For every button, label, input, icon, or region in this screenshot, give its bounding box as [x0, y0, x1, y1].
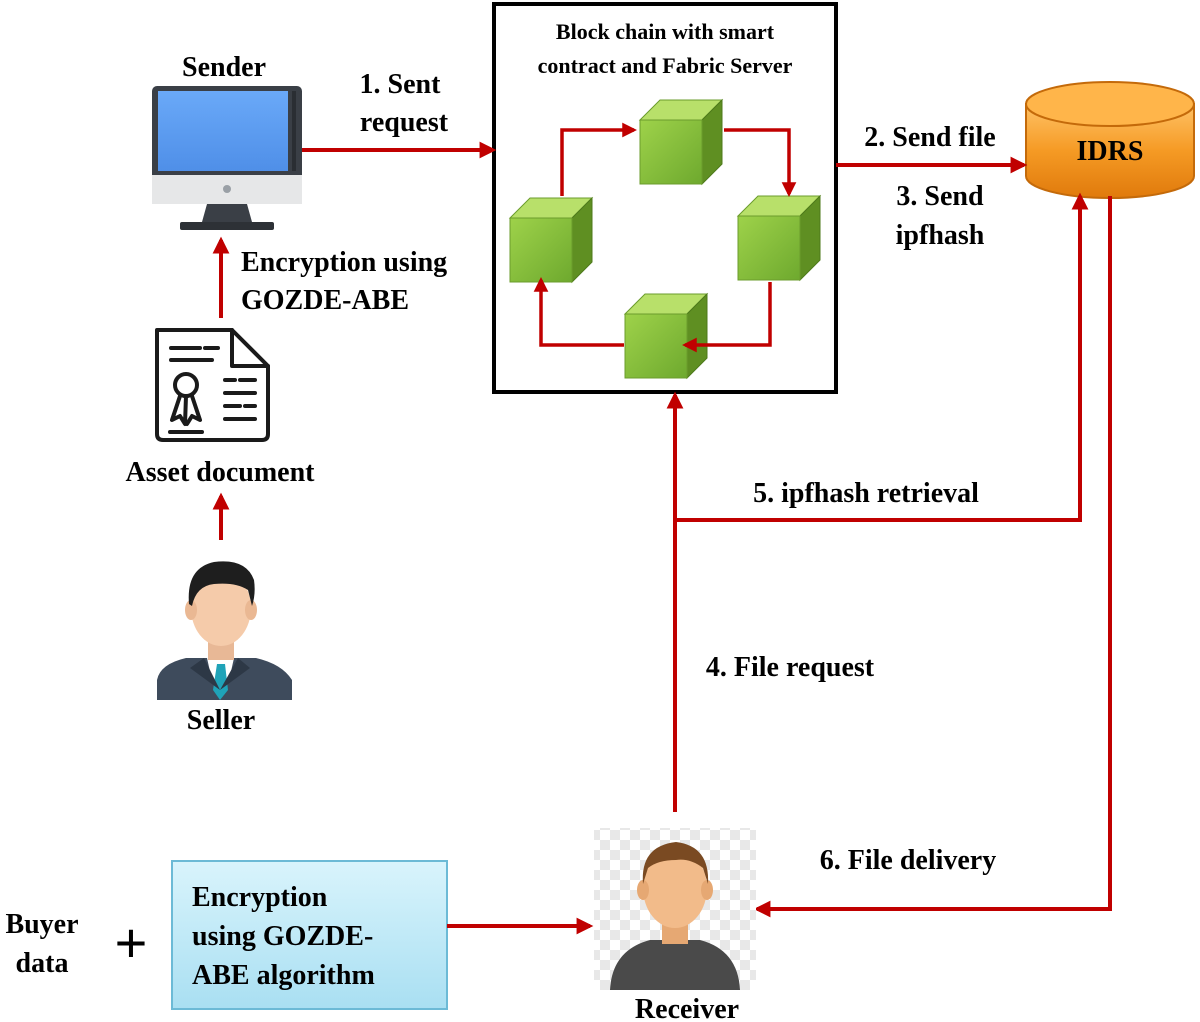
step1-label-line2: request [360, 107, 449, 138]
step2-label: 2. Send file [864, 122, 995, 153]
blockchain-title-line1: Block chain with smart [556, 19, 775, 44]
step6-label: 6. File delivery [820, 845, 997, 876]
step1-label-line1: 1. Sent [360, 69, 442, 100]
sender-label: Sender [182, 52, 266, 83]
cycle-arrow-bottom-right [682, 282, 772, 353]
seller-label: Seller [187, 705, 255, 736]
certificate-document-icon [155, 328, 270, 442]
encryption-label-line1: Encryption using [241, 247, 447, 278]
encryption-label-line2: GOZDE-ABE [241, 285, 409, 316]
step5-label: 5. ipfhash retrieval [753, 478, 979, 509]
step4-label: 4. File request [706, 652, 875, 683]
plus-symbol: + [115, 911, 148, 974]
green-cube-icon [737, 195, 821, 281]
receiver-label: Receiver [635, 994, 739, 1022]
user-avatar-icon [610, 842, 740, 990]
step3-label-line1: 3. Send [896, 181, 984, 212]
businessman-avatar-icon [157, 561, 292, 700]
arrow-file-delivery [753, 196, 1112, 918]
cycle-arrow-top-left [560, 122, 637, 196]
green-cube-icon [639, 99, 723, 185]
arrow-ipfhash-retrieval [675, 192, 1089, 522]
buyer-encryption-box [171, 860, 448, 1010]
buyer-label-line2: data [16, 948, 69, 979]
buyer-label-line1: Buyer [5, 909, 78, 940]
buyer-encryption-line2: using GOZDE- [192, 921, 373, 952]
desktop-monitor-icon [152, 86, 302, 230]
buyer-encryption-line3: ABE algorithm [192, 960, 375, 991]
green-cube-icon [624, 293, 708, 379]
step3-label-line2: ipfhash [896, 220, 985, 251]
cycle-arrow-bottom-left [533, 277, 624, 347]
database-cylinder-icon [1025, 81, 1195, 199]
blockchain-title-line2: contract and Fabric Server [538, 53, 793, 78]
asset-document-label: Asset document [126, 457, 316, 488]
cycle-arrow-top-right [724, 128, 797, 197]
buyer-encryption-line1: Encryption [192, 882, 328, 913]
idrs-label: IDRS [1077, 136, 1144, 167]
green-cube-icon [509, 197, 593, 283]
